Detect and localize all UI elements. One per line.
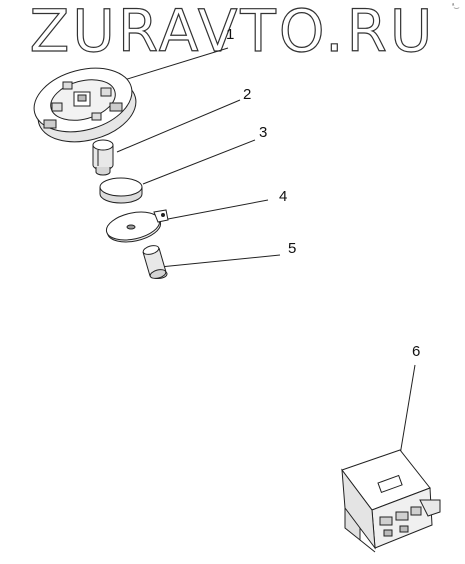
leader-line-6 [399,364,416,456]
callout-label-4: 4 [279,188,288,205]
part-6-control-unit [341,449,441,553]
part-5-bolt [142,245,168,279]
leader-line-1 [107,47,229,86]
leader-line-4 [167,199,269,220]
part-1-wheel [33,67,137,143]
callout-label-3: 3 [259,124,268,141]
corner-mark: ᵃ‿ [451,3,459,9]
leader-line-5 [159,254,281,268]
part-4-plate [105,209,169,243]
callout-label-2: 2 [243,86,252,103]
part-2-bushing [92,139,114,176]
part-3-cap [99,177,143,204]
callout-label-5: 5 [288,240,297,257]
leader-line-2 [116,99,241,153]
watermark-logo: ZURAVTO.RU [29,0,436,65]
callout-label-1: 1 [226,26,235,43]
callout-label-6: 6 [412,343,421,360]
leader-line-3 [142,139,256,185]
